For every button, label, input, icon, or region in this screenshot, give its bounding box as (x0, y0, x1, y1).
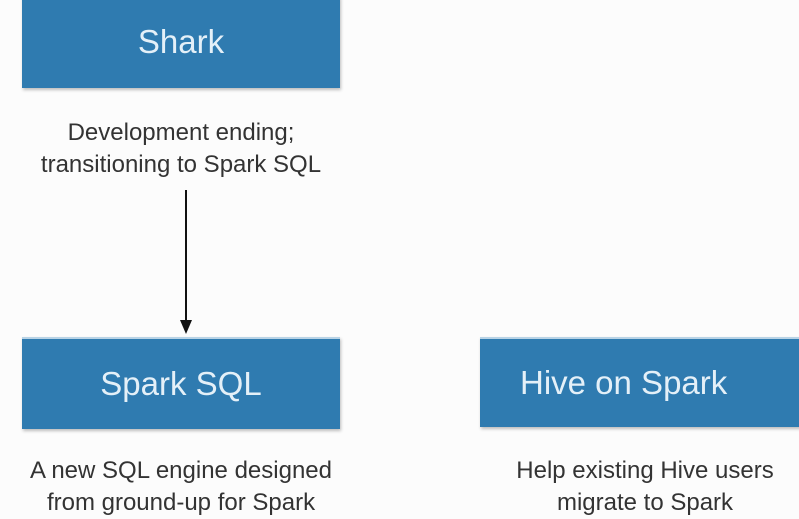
spark-sql-caption: A new SQL engine designed from ground-up… (0, 455, 372, 519)
shark-caption: Development ending; transitioning to Spa… (0, 117, 362, 181)
shark-node: Shark (22, 0, 340, 88)
hive-caption-line-1: Help existing Hive users (516, 457, 774, 484)
hive-caption-line-2: migrate to Spark (556, 489, 734, 516)
hive-on-spark-caption: Help existing Hive users migrate to Spar… (460, 455, 799, 519)
shark-caption-line-1: Development ending; (67, 119, 295, 146)
spark-sql-caption-line-1: A new SQL engine designed (29, 457, 332, 484)
arrow-shark-to-spark-sql (180, 190, 192, 334)
spark-sql-caption-line-2: from ground-up for Spark (46, 489, 316, 516)
shark-caption-line-2: transitioning to Spark SQL (40, 151, 322, 178)
hive-on-spark-node: Hive on Spark (480, 337, 799, 427)
spark-sql-node: Spark SQL (22, 337, 340, 429)
